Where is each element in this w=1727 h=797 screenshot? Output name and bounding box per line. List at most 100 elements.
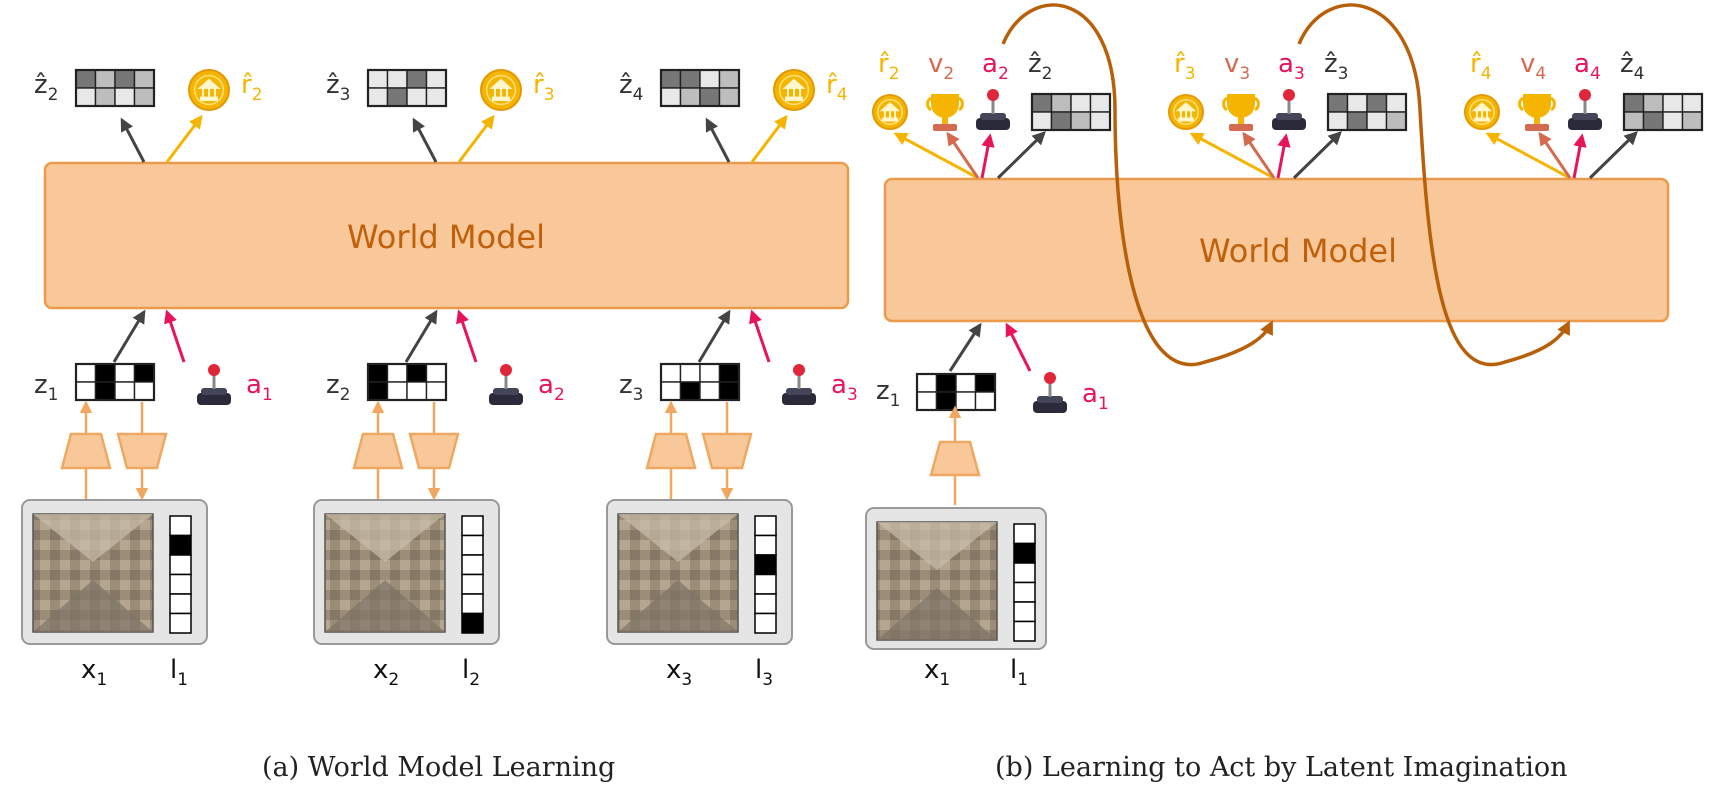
z-pred-grid-icon bbox=[659, 68, 741, 108]
grid-cell bbox=[679, 69, 701, 89]
trophy-handles bbox=[1222, 96, 1260, 112]
z-pred-arrow bbox=[705, 117, 731, 163]
grid-cell bbox=[699, 363, 721, 383]
grid-border bbox=[366, 362, 448, 402]
coin-ring bbox=[485, 74, 517, 106]
z-pred-grid-icon bbox=[1030, 92, 1112, 132]
grid-cell bbox=[1385, 111, 1407, 131]
grid-cell bbox=[386, 69, 408, 89]
grid-cell bbox=[718, 363, 740, 383]
world-model-label-b: World Model bbox=[1199, 232, 1397, 270]
grid-cell bbox=[94, 363, 116, 383]
onehot-cell bbox=[461, 593, 484, 615]
grid-border bbox=[366, 68, 448, 108]
observation-panel bbox=[21, 499, 208, 645]
z-pred-label: ẑ3 bbox=[326, 70, 350, 105]
x-label: x3 bbox=[666, 655, 692, 690]
grid-cell bbox=[1662, 93, 1684, 113]
grid-cell bbox=[1050, 93, 1072, 113]
grid-cell bbox=[1089, 111, 1111, 131]
grid-cell bbox=[386, 363, 408, 383]
encoder-trapezoid bbox=[60, 432, 112, 470]
joystick-knob bbox=[1283, 89, 1295, 101]
caption-b: (b) Learning to Act by Latent Imaginatio… bbox=[995, 752, 1568, 783]
grid-cell bbox=[133, 363, 155, 383]
action-joystick-icon bbox=[782, 364, 816, 405]
grid-cell bbox=[94, 69, 116, 89]
action-input-arrow bbox=[749, 309, 771, 363]
grid-cell bbox=[699, 69, 721, 89]
grid-cell bbox=[660, 381, 682, 401]
grid-cell bbox=[1050, 111, 1072, 131]
grid-cell bbox=[114, 87, 136, 107]
reward-pred-arrow bbox=[457, 114, 495, 163]
grid-cell bbox=[1031, 93, 1053, 113]
reward-coin-icon bbox=[1168, 94, 1204, 130]
image-floor bbox=[325, 580, 445, 632]
grid-cell bbox=[679, 363, 701, 383]
grid-cell bbox=[1327, 93, 1349, 113]
reward-coin-icon bbox=[1464, 94, 1500, 130]
world-model-box-a bbox=[43, 161, 850, 310]
value-pred-arrow bbox=[946, 131, 980, 179]
reward-pred-label: r̂3 bbox=[533, 70, 555, 105]
bank-glyph bbox=[1175, 102, 1197, 122]
onehot-cell bbox=[169, 593, 192, 615]
grid-cell bbox=[718, 69, 740, 89]
onehot-cell bbox=[169, 573, 192, 595]
encoder-trapezoid bbox=[929, 440, 981, 477]
image-floor bbox=[618, 580, 738, 632]
l-label: l1 bbox=[170, 655, 188, 690]
z-input-grid-icon bbox=[366, 362, 448, 402]
action-joystick-icon bbox=[489, 364, 523, 405]
grid-cell bbox=[916, 391, 938, 411]
joystick-base bbox=[782, 393, 816, 405]
onehot-cell bbox=[169, 612, 192, 634]
value-trophy-icon bbox=[926, 94, 964, 131]
joystick-plate bbox=[1276, 113, 1302, 120]
grid-cell bbox=[679, 381, 701, 401]
joystick-plate bbox=[980, 113, 1006, 120]
grid-cell bbox=[367, 87, 389, 107]
grid-cell bbox=[1662, 111, 1684, 131]
grid-border bbox=[1622, 92, 1704, 132]
grid-cell bbox=[718, 87, 740, 107]
onehot-cell bbox=[169, 515, 192, 537]
joystick-base bbox=[489, 393, 523, 405]
reward-coin-icon bbox=[188, 69, 230, 111]
grid-cell bbox=[425, 363, 447, 383]
action-label: a1 bbox=[246, 370, 273, 405]
z-input-grid-icon bbox=[915, 372, 997, 412]
trophy-stem bbox=[1238, 117, 1244, 125]
bank-glyph bbox=[1471, 102, 1493, 122]
reward-coin-icon bbox=[872, 94, 908, 130]
grid-cell bbox=[1366, 111, 1388, 131]
grid-cell bbox=[1070, 111, 1092, 131]
onehot-cell bbox=[1013, 601, 1036, 623]
grid-cell bbox=[955, 373, 977, 393]
onehot-cell bbox=[169, 534, 192, 556]
z-pred-arrow bbox=[1588, 131, 1638, 180]
onehot-cell bbox=[1013, 542, 1036, 564]
z-pred-label: ẑ2 bbox=[1028, 49, 1052, 84]
grid-cell bbox=[406, 87, 428, 107]
image-ceiling bbox=[325, 514, 445, 562]
image-ceiling bbox=[877, 522, 997, 570]
value-trophy-icon bbox=[1222, 94, 1260, 131]
z-input-arrow bbox=[404, 309, 438, 363]
joystick-knob bbox=[1044, 372, 1056, 384]
coin-ring bbox=[1469, 99, 1495, 125]
grid-cell bbox=[133, 381, 155, 401]
encoder-trapezoid bbox=[645, 432, 697, 470]
trophy-stem bbox=[1534, 117, 1540, 125]
trophy-base bbox=[1229, 124, 1253, 131]
x-label: x1 bbox=[924, 655, 950, 690]
observation-panel bbox=[313, 499, 500, 645]
grid-cell bbox=[699, 381, 721, 401]
trophy-cup bbox=[931, 94, 959, 118]
grid-cell bbox=[955, 391, 977, 411]
value-label: v4 bbox=[1520, 49, 1546, 84]
trophy-handles bbox=[1518, 96, 1556, 112]
